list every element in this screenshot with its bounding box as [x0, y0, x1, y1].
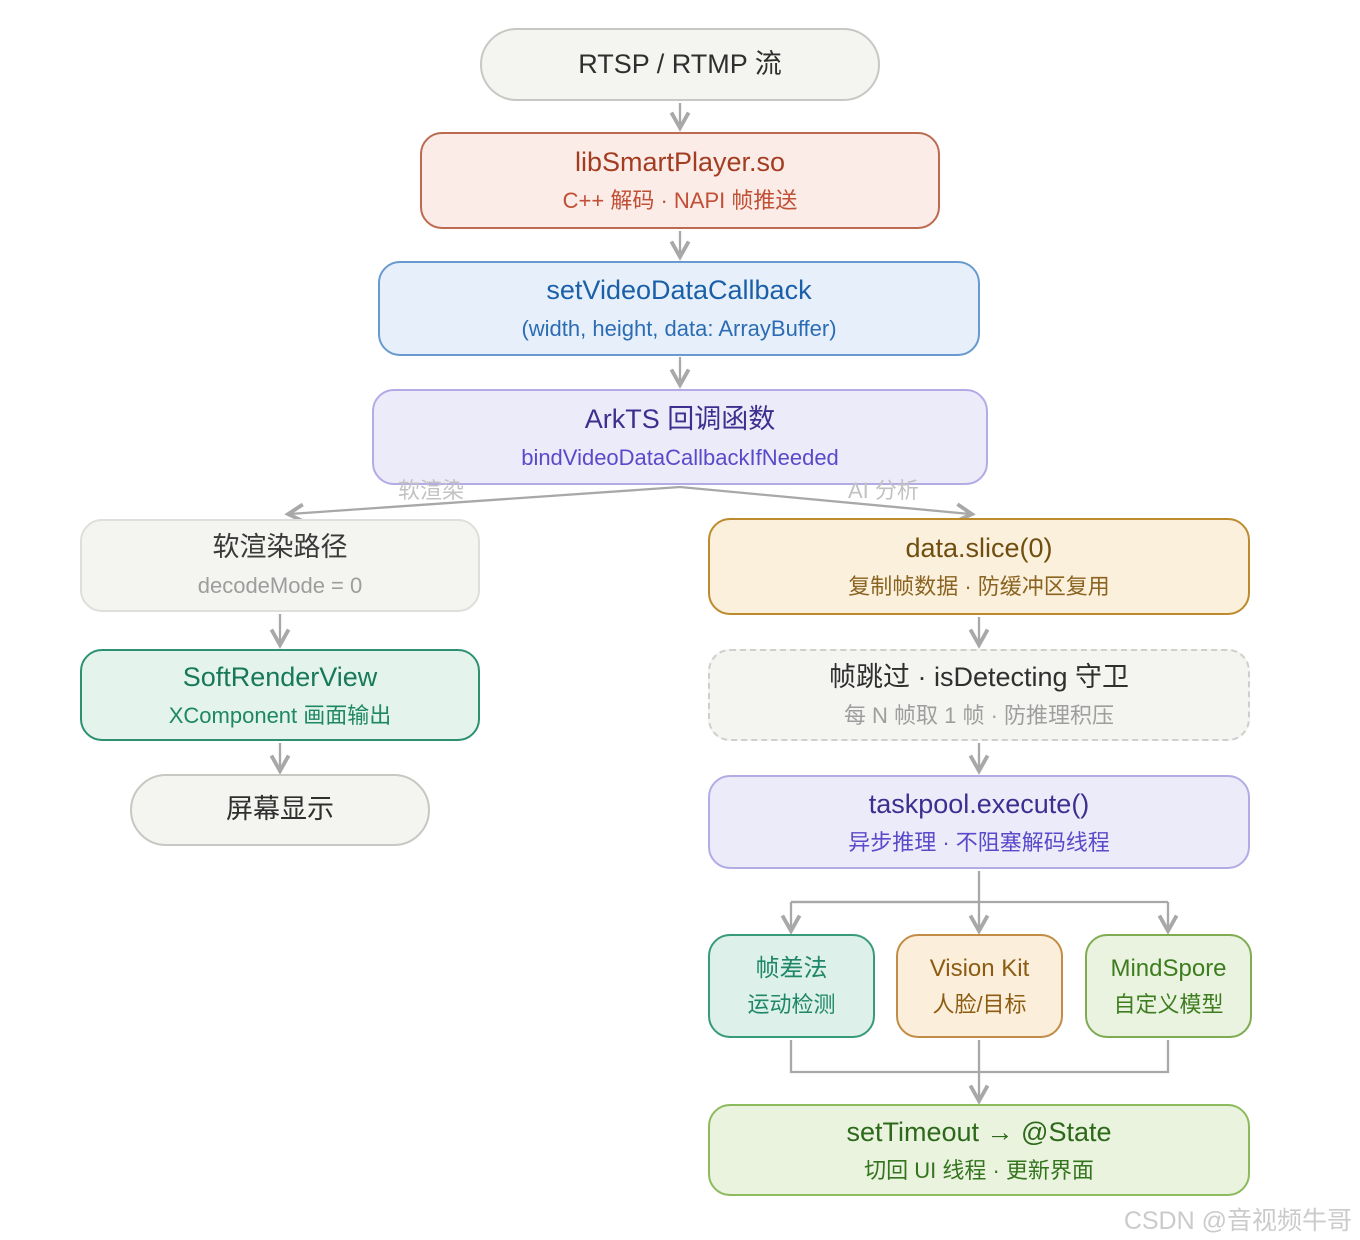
node-title: 软渲染路径 [212, 532, 348, 563]
node-title: setTimeout → @State [846, 1116, 1112, 1147]
node-title: SoftRenderView [182, 661, 378, 692]
edge-label-ai-analysis: AI 分析 [848, 478, 919, 503]
node-title: MindSpore [1110, 954, 1227, 982]
join-left [789, 1040, 979, 1074]
node-mindspore: MindSpore 自定义模型 [1085, 934, 1252, 1038]
node-subtitle: C++ 解码 · NAPI 帧推送 [562, 188, 798, 214]
fork-lines [791, 871, 981, 904]
node-subtitle: XComponent 画面输出 [168, 702, 392, 728]
arrow-branch-left [290, 485, 681, 514]
node-setvideodatacallback: setVideoDataCallback (width, height, dat… [378, 261, 980, 356]
node-title: setVideoDataCallback [546, 275, 812, 306]
node-subtitle: 切回 UI 线程 · 更新界面 [864, 1157, 1094, 1183]
node-vision-kit: Vision Kit 人脸/目标 [896, 934, 1063, 1038]
node-arkts-callback: ArkTS 回调函数 bindVideoDataCallbackIfNeeded [372, 389, 988, 485]
node-subtitle: 每 N 帧取 1 帧 · 防推理积压 [843, 702, 1115, 728]
node-settimeout-state: setTimeout → @State 切回 UI 线程 · 更新界面 [708, 1104, 1250, 1196]
join-right [979, 1040, 1170, 1074]
node-rtsp-stream: RTSP / RTMP 流 [480, 28, 880, 101]
node-title: 帧差法 [755, 954, 828, 982]
watermark: CSDN @音视频牛哥 [1123, 1207, 1352, 1235]
node-subtitle: (width, height, data: ArrayBuffer) [521, 316, 837, 342]
node-title: ArkTS 回调函数 [584, 403, 776, 434]
node-title: Vision Kit [929, 954, 1030, 982]
node-subtitle: 运动检测 [747, 991, 836, 1017]
node-soft-render-path: 软渲染路径 decodeMode = 0 [80, 519, 480, 612]
node-subtitle: 异步推理 · 不阻塞解码线程 [848, 829, 1110, 855]
node-title: taskpool.execute() [868, 788, 1090, 819]
node-frameskip-guard: 帧跳过 · isDetecting 守卫 每 N 帧取 1 帧 · 防推理积压 [708, 649, 1250, 741]
node-dataslice: data.slice(0) 复制帧数据 · 防缓冲区复用 [708, 518, 1250, 615]
node-subtitle: bindVideoDataCallbackIfNeeded [521, 444, 839, 470]
arrow-branch-right [679, 485, 970, 514]
node-libsmartplayer: libSmartPlayer.so C++ 解码 · NAPI 帧推送 [420, 132, 940, 229]
node-title: RTSP / RTMP 流 [578, 48, 782, 79]
node-softrenderview: SoftRenderView XComponent 画面输出 [80, 649, 480, 741]
node-subtitle: decodeMode = 0 [197, 573, 363, 599]
node-title: 帧跳过 · isDetecting 守卫 [828, 661, 1130, 692]
node-title: data.slice(0) [905, 533, 1053, 564]
node-subtitle: 自定义模型 [1113, 991, 1224, 1017]
node-screen-display: 屏幕显示 [130, 774, 430, 846]
node-subtitle: 人脸/目标 [932, 991, 1027, 1017]
node-subtitle: 复制帧数据 · 防缓冲区复用 [848, 574, 1110, 600]
node-frame-diff: 帧差法 运动检测 [708, 934, 875, 1038]
node-title: libSmartPlayer.so [574, 147, 786, 178]
edge-label-soft-render: 软渲染 [398, 478, 465, 503]
node-title: 屏幕显示 [226, 794, 334, 825]
node-taskpool-execute: taskpool.execute() 异步推理 · 不阻塞解码线程 [708, 775, 1250, 869]
